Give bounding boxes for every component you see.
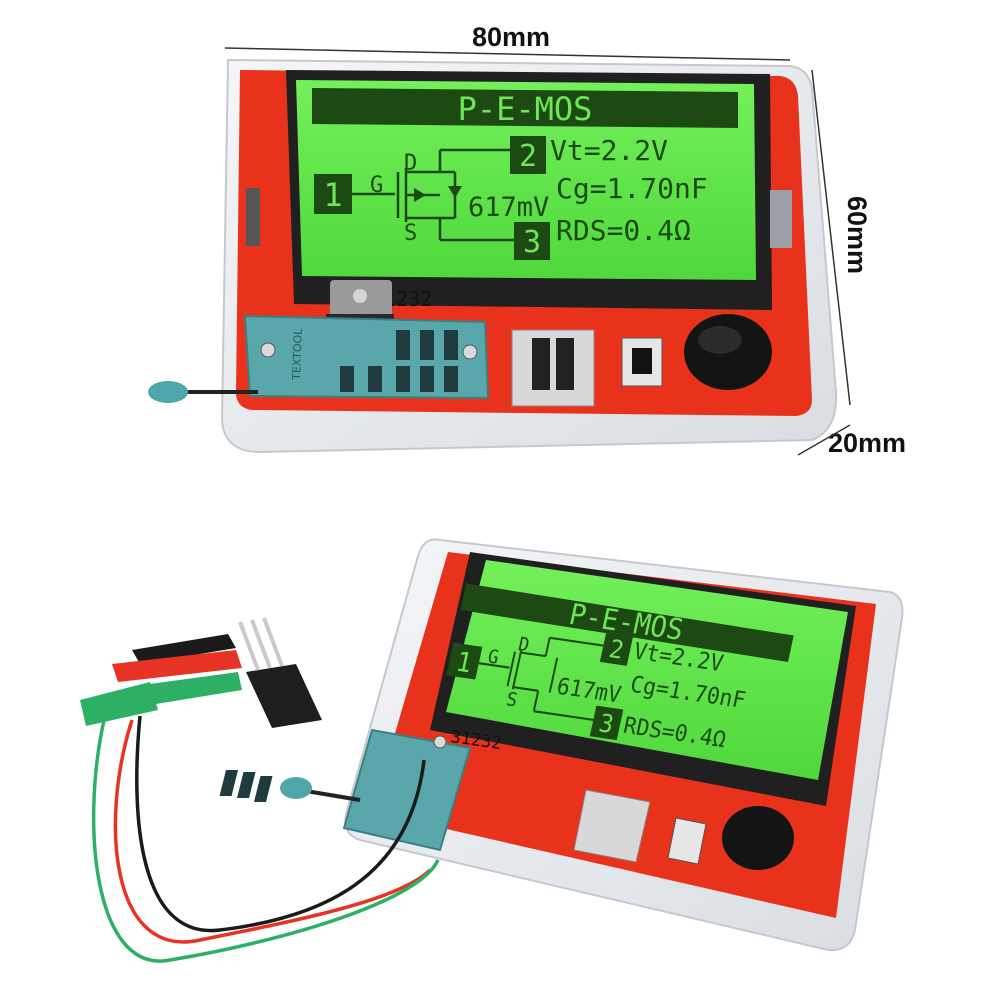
zif-socket[interactable]: TEXTOOL: [243, 314, 490, 400]
mosfet-symbol-icon: [352, 148, 514, 242]
smd-test-pad: [511, 329, 595, 407]
lcd-rds: RDS=0.4Ω: [556, 214, 691, 247]
smd-pad-right: [556, 338, 574, 390]
lcd-pin3-bottom: 3: [596, 709, 616, 739]
smd-pad-left: [532, 338, 550, 390]
width-dimension-label: 80mm: [472, 22, 551, 52]
lcd-pin2-box: [510, 136, 546, 174]
green-test-clip[interactable]: [80, 672, 242, 726]
lcd-label-d-bottom: D: [516, 634, 531, 657]
lcd-label-s-bottom: S: [504, 689, 519, 712]
rotary-knob-button-bottom[interactable]: [722, 806, 794, 870]
socket-brand: TEXTOOL: [290, 328, 305, 381]
lcd-vf: 617mV: [468, 192, 549, 223]
lcd-pin1-box: [314, 174, 352, 214]
mosfet-symbol-icon-bottom: [478, 636, 604, 721]
depth-dimension-label: 20mm: [828, 428, 907, 458]
transistor-leg-2: [250, 619, 272, 669]
zif-lever-knob[interactable]: [148, 381, 188, 403]
top-device: P-E-MOS 1 2 3 D G S Vt=2.2V C: [148, 47, 851, 456]
bottom-device: P-E-MOS 1 2 3 D G S Vt=2.2V: [80, 538, 904, 963]
rotary-knob-highlight: [698, 326, 742, 354]
transistor-leg-1: [238, 621, 260, 671]
lcd-title-bar-bottom: [460, 583, 794, 662]
transistor-hole: [353, 289, 367, 303]
side-connector: [770, 190, 792, 248]
depth-dimension-line: [797, 424, 851, 456]
ir-receiver-bottom: [667, 817, 707, 865]
lcd-pin2: 2: [519, 139, 537, 174]
ir-receiver-lens: [632, 348, 652, 374]
lcd-pin1: 1: [323, 176, 342, 214]
black-test-clip[interactable]: [132, 634, 236, 664]
lcd-pin3-box: [514, 222, 550, 260]
lcd-pin3: 3: [523, 225, 541, 260]
lcd-title-bar: [312, 88, 738, 128]
lcd-label-g: G: [370, 173, 383, 198]
lcd-pin1-bottom: 1: [453, 647, 475, 680]
zif-socket-bottom[interactable]: [219, 728, 472, 852]
lcd-label-s: S: [404, 221, 417, 246]
lcd-pin2-box-bottom: [599, 631, 634, 666]
to220-transistor-body: [246, 664, 322, 728]
smd-test-pad-bottom: [573, 789, 651, 863]
diode-icon: [448, 186, 462, 198]
pin-header: [246, 188, 260, 246]
black-wire: [135, 715, 426, 933]
lcd-pin3-box-bottom: [589, 705, 624, 741]
width-dimension-line: [224, 47, 791, 61]
lcd-label-g-bottom: G: [486, 646, 501, 669]
lcd-vt: Vt=2.2V: [550, 134, 668, 167]
zif-lever-knob-bottom[interactable]: [280, 777, 312, 799]
transistor-leg-3: [262, 617, 284, 667]
green-wire: [91, 719, 440, 963]
lcd-cg: Cg=1.70nF: [556, 172, 708, 205]
lcd-pin2-bottom: 2: [606, 634, 626, 664]
red-test-clip[interactable]: [112, 650, 242, 682]
red-wire: [113, 719, 432, 944]
mosfet-arrow-icon: [414, 188, 426, 202]
lcd-screen: [296, 80, 756, 280]
height-dimension-line: [811, 69, 851, 406]
lcd-title: P-E-MOS: [458, 90, 593, 128]
lcd-label-d: D: [404, 151, 417, 176]
lcd-pin1-box-bottom: [446, 642, 483, 680]
